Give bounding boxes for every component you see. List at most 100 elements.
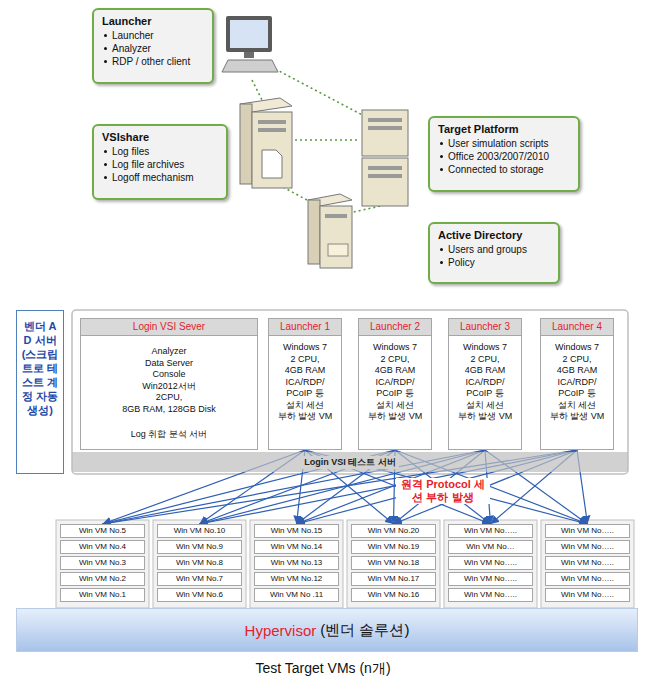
vm-box: Win VM No.4 bbox=[60, 540, 145, 554]
vm-group bbox=[347, 520, 440, 608]
vm-group bbox=[541, 520, 634, 608]
node-text: Launcher 1 bbox=[269, 319, 341, 336]
node-text: ICA/RDP/ bbox=[362, 377, 428, 389]
node-text: Win VM No….. bbox=[449, 573, 532, 585]
vm-box: Win VM No… bbox=[448, 540, 533, 554]
node-text: 2CPU, bbox=[84, 392, 254, 404]
node-text: Win VM No….. bbox=[546, 589, 629, 601]
node-text: Launcher 2 bbox=[359, 319, 431, 336]
node-text: VSIshare bbox=[102, 130, 218, 145]
node-text: 부하 발생 VM bbox=[544, 411, 610, 423]
vm-box: Win VM No.19 bbox=[351, 540, 436, 554]
launcher-box: Launcher 4Windows 72 CPU,4GB RAMICA/RDP/… bbox=[540, 318, 614, 450]
node-text: Windows 7 bbox=[452, 342, 518, 354]
vm-box: Win VM No.16 bbox=[351, 588, 436, 602]
drive-bay bbox=[368, 118, 402, 122]
drive-bay bbox=[368, 174, 402, 178]
node-text: Windows 7 bbox=[362, 342, 428, 354]
server-front bbox=[320, 206, 352, 268]
node-text: Win VM No.18 bbox=[352, 557, 435, 569]
node-text: Win2012서버 bbox=[84, 381, 254, 393]
node-text: 4GB RAM bbox=[272, 365, 338, 377]
vm-box: Win VM No….. bbox=[545, 540, 630, 554]
node-text: Connected to storage bbox=[438, 163, 570, 176]
dotted-link bbox=[252, 80, 262, 100]
node-text: PCoIP 등 bbox=[272, 388, 338, 400]
vm-box: Win VM No.14 bbox=[254, 540, 339, 554]
vm-box: Win VM No.18 bbox=[351, 556, 436, 570]
drive-bay bbox=[258, 120, 286, 124]
server-front bbox=[252, 112, 292, 188]
node-text: Analyzer bbox=[102, 42, 204, 55]
vm-box: Win VM No.10 bbox=[157, 524, 242, 538]
node-text: Win VM No….. bbox=[546, 541, 629, 553]
node-text: ICA/RDP/ bbox=[452, 377, 518, 389]
node-text: Hypervisor bbox=[245, 622, 317, 639]
vm-box: Win VM No….. bbox=[448, 556, 533, 570]
node-text: 8GB RAM, 128GB Disk bbox=[84, 404, 254, 416]
node-text: 부하 발생 VM bbox=[362, 411, 428, 423]
vm-box: Win VM No.1 bbox=[60, 588, 145, 602]
node-text: Win VM No.20 bbox=[352, 525, 435, 537]
vm-group bbox=[250, 520, 343, 608]
node-text: Login VSI 테스트 서버 bbox=[301, 456, 399, 469]
node-text: 벤더 AD 서버 (스크립트로 테스트 계정 자동 생성) bbox=[20, 319, 60, 417]
server-side bbox=[240, 104, 252, 184]
vm-box: Win VM No .11 bbox=[254, 588, 339, 602]
dotted-link bbox=[262, 62, 368, 118]
server-side bbox=[308, 200, 320, 264]
node-text: User simulation scripts bbox=[438, 137, 570, 150]
node-text: Log file archives bbox=[102, 158, 218, 171]
vm-group bbox=[56, 520, 149, 608]
node-text: Data Server bbox=[84, 358, 254, 370]
node-text: Win VM No.6 bbox=[158, 589, 241, 601]
monitor bbox=[226, 16, 272, 52]
vm-box: Win VM No.5 bbox=[60, 524, 145, 538]
node-text: Win VM No.17 bbox=[352, 573, 435, 585]
ad-server-box: 벤더 AD 서버 (스크립트로 테스트 계정 자동 생성) bbox=[16, 310, 64, 474]
node-text: Target Platform bbox=[438, 122, 570, 137]
vm-box: Win VM No….. bbox=[448, 588, 533, 602]
node-text: PCoIP 등 bbox=[452, 388, 518, 400]
server-band: Login VSI 테스트 서버 bbox=[72, 452, 628, 472]
node-text: 2 CPU, bbox=[272, 354, 338, 366]
node-text: 2 CPU, bbox=[452, 354, 518, 366]
vm-box: Win VM No.7 bbox=[157, 572, 242, 586]
vm-box: Win VM No.17 bbox=[351, 572, 436, 586]
drive-bay bbox=[368, 126, 402, 130]
node-text: Win VM No.10 bbox=[158, 525, 241, 537]
vm-group bbox=[153, 520, 246, 608]
node-text: ICA/RDP/ bbox=[272, 377, 338, 389]
node-text: Policy bbox=[438, 256, 550, 269]
node-text: Win VM No.15 bbox=[255, 525, 338, 537]
hypervisor-bar: Hypervisor(벤더 솔루션) bbox=[16, 608, 638, 652]
node-text: Win VM No.4 bbox=[61, 541, 144, 553]
node-text: 설치 세션 bbox=[272, 400, 338, 412]
vm-box: Win VM No.6 bbox=[157, 588, 242, 602]
node-text: Win VM No.13 bbox=[255, 557, 338, 569]
caption: Test Target VMs (n개) bbox=[0, 660, 646, 678]
vm-box: Win VM No.8 bbox=[157, 556, 242, 570]
node-text: Win VM No.14 bbox=[255, 541, 338, 553]
node-text: 2 CPU, bbox=[362, 354, 428, 366]
launcher-box: Launcher 3Windows 72 CPU,4GB RAMICA/RDP/… bbox=[448, 318, 522, 450]
node-text: Log 취합 분석 서버 bbox=[84, 429, 254, 441]
node-text: 2 CPU, bbox=[544, 354, 610, 366]
node-text: Windows 7 bbox=[544, 342, 610, 354]
test-server-frame bbox=[72, 310, 628, 474]
node-text: Launcher 3 bbox=[449, 319, 521, 336]
node-text: Win VM No….. bbox=[449, 557, 532, 569]
node-text: Win VM No.2 bbox=[61, 573, 144, 585]
callout-box: Target PlatformUser simulation scriptsOf… bbox=[428, 116, 580, 192]
callout-box: LauncherLauncherAnalyzerRDP / other clie… bbox=[92, 8, 214, 84]
node-text: Launcher 4 bbox=[541, 319, 613, 336]
node-text: Launcher bbox=[102, 29, 204, 42]
vm-box: Win VM No….. bbox=[448, 524, 533, 538]
vm-box: Win VM No.20 bbox=[351, 524, 436, 538]
node-text: ICA/RDP/ bbox=[544, 377, 610, 389]
vm-group bbox=[444, 520, 537, 608]
vm-box: Win VM No….. bbox=[545, 588, 630, 602]
screen bbox=[230, 20, 268, 48]
target-platform-icon bbox=[362, 110, 408, 206]
node-text: Win VM No….. bbox=[546, 525, 629, 537]
